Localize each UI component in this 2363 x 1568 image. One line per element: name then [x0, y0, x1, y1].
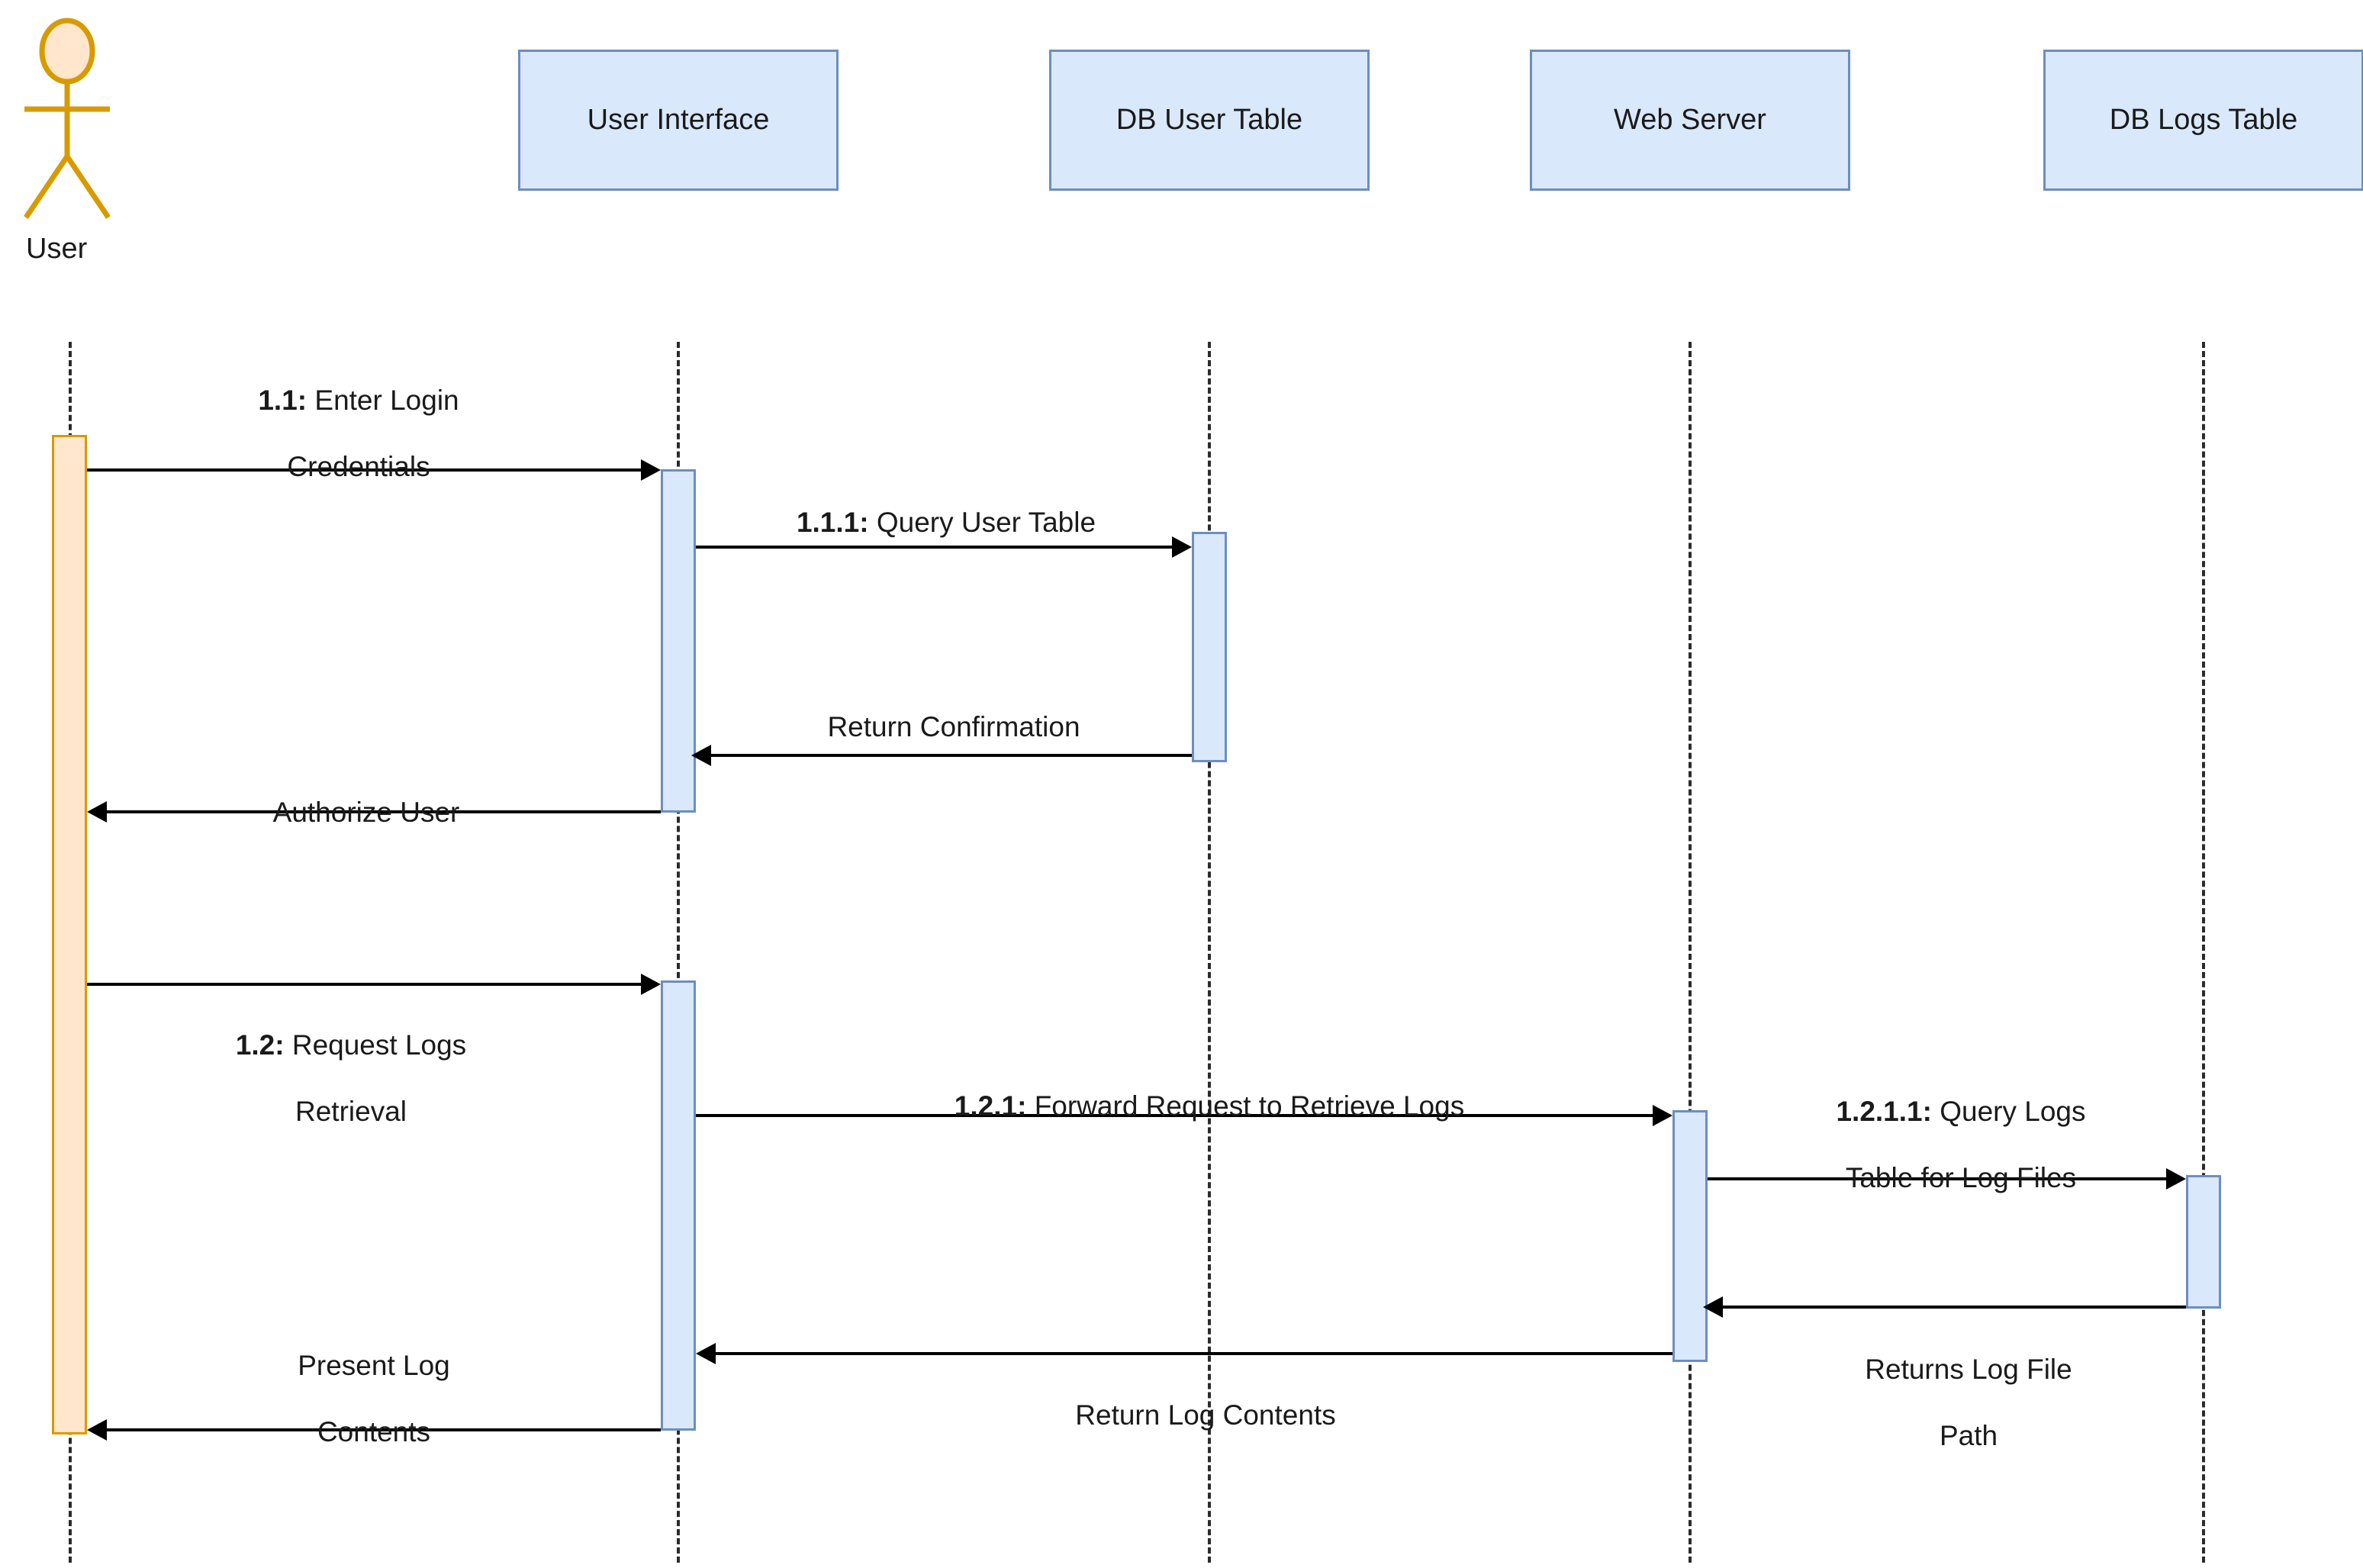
message-text-forward-request-retrieve-logs: Forward Request to Retrieve Logs: [1026, 1090, 1465, 1122]
message-label-returns-log-file-path: Returns Log File Path: [1763, 1320, 2175, 1452]
message-arrowhead-enter-login-credentials: [641, 459, 661, 481]
message-text-request-logs-retrieval: Request Logs: [284, 1029, 467, 1061]
message-arrowhead-query-user-table: [1172, 536, 1192, 558]
message-text-present-log-contents: Present Log: [298, 1350, 450, 1382]
actor-user[interactable]: [15, 8, 122, 229]
lifeline-head-db-user-table[interactable]: DB User Table: [1049, 50, 1370, 191]
lifeline-head-db-logs-table[interactable]: DB Logs Table: [2043, 50, 2363, 191]
message-line-authorize-user[interactable]: [105, 810, 661, 813]
message-arrowhead-query-logs-table: [2166, 1168, 2186, 1190]
message-line-query-logs-table[interactable]: [1708, 1177, 2175, 1180]
message-label-request-logs-retrieval: 1.2: Request Logs Retrieval: [153, 996, 549, 1128]
message-text2-request-logs-retrieval: Retrieval: [295, 1095, 407, 1127]
lifeline-web-server: [1689, 342, 1692, 1563]
message-label-forward-request-retrieve-logs: 1.2.1: Forward Request to Retrieve Logs: [786, 1057, 1633, 1123]
message-number-request-logs-retrieval: 1.2:: [235, 1029, 285, 1061]
activation-bar-web-server[interactable]: [1672, 1110, 1708, 1362]
message-line-query-user-table[interactable]: [696, 546, 1181, 549]
lifeline-head-web-server-label: Web Server: [1614, 104, 1766, 136]
message-label-authorize-user: Authorize User: [130, 763, 603, 829]
message-label-enter-login-credentials: 1.1: Enter Login Credentials: [160, 351, 557, 483]
activation-bar-user[interactable]: [52, 435, 87, 1434]
message-text2-enter-login-credentials: Credentials: [287, 450, 430, 482]
message-text2-present-log-contents: Contents: [317, 1415, 431, 1447]
lifeline-head-db-logs-table-label: DB Logs Table: [2109, 104, 2298, 136]
message-line-return-log-contents[interactable]: [714, 1352, 1672, 1355]
message-number-enter-login-credentials: 1.1:: [258, 385, 307, 417]
lifeline-db-user-table: [1208, 342, 1211, 1563]
message-text-return-log-contents: Return Log Contents: [1075, 1399, 1336, 1431]
message-label-present-log-contents: Present Log Contents: [145, 1316, 603, 1448]
message-text2-returns-log-file-path: Path: [1939, 1419, 1998, 1451]
message-line-returns-log-file-path[interactable]: [1721, 1306, 2186, 1309]
message-arrowhead-return-log-contents: [696, 1343, 716, 1364]
message-number-query-logs-table: 1.2.1.1:: [1836, 1096, 1932, 1128]
activation-bar-user-interface-1[interactable]: [661, 469, 696, 813]
lifeline-head-user-interface-label: User Interface: [587, 104, 770, 136]
lifeline-head-user-interface[interactable]: User Interface: [518, 50, 839, 191]
message-label-query-user-table: 1.1.1: Query User Table: [732, 473, 1160, 539]
message-label-query-logs-table: 1.2.1.1: Query Logs Table for Log Files: [1755, 1062, 2167, 1194]
message-text-query-user-table: Query User Table: [868, 507, 1096, 539]
lifeline-user-interface: [677, 342, 680, 1563]
message-arrowhead-returns-log-file-path: [1703, 1296, 1723, 1318]
message-arrowhead-request-logs-retrieval: [641, 974, 661, 995]
message-text-query-logs-table: Query Logs: [1931, 1096, 2086, 1128]
message-text-enter-login-credentials: Enter Login: [307, 385, 459, 417]
message-line-return-confirmation[interactable]: [710, 754, 1192, 757]
message-line-present-log-contents[interactable]: [105, 1428, 661, 1431]
message-line-enter-login-credentials[interactable]: [87, 468, 650, 472]
actor-user-label: User: [26, 233, 88, 265]
message-text-returns-log-file-path: Returns Log File: [1865, 1354, 2072, 1386]
activation-bar-db-logs-table[interactable]: [2186, 1175, 2221, 1309]
lifeline-head-db-user-table-label: DB User Table: [1116, 104, 1303, 136]
message-line-forward-request-retrieve-logs[interactable]: [696, 1114, 1662, 1117]
stick-figure-actor-icon: [24, 18, 111, 219]
message-label-return-confirmation: Return Confirmation: [717, 678, 1190, 744]
message-number-query-user-table: 1.1.1:: [796, 507, 869, 539]
message-text2-query-logs-table: Table for Log Files: [1845, 1161, 2077, 1193]
message-line-request-logs-retrieval[interactable]: [87, 983, 650, 986]
message-label-return-log-contents: Return Log Contents: [801, 1366, 1610, 1432]
activation-bar-user-interface-2[interactable]: [661, 980, 696, 1431]
message-text-return-confirmation: Return Confirmation: [827, 711, 1080, 743]
message-arrowhead-forward-request-retrieve-logs: [1653, 1105, 1672, 1126]
message-arrowhead-present-log-contents: [87, 1419, 107, 1441]
message-text-authorize-user: Authorize User: [272, 797, 460, 829]
message-arrowhead-return-confirmation: [691, 745, 711, 766]
lifeline-db-logs-table: [2202, 342, 2205, 1563]
activation-bar-db-user-table[interactable]: [1192, 532, 1227, 762]
message-number-forward-request-retrieve-logs: 1.2.1:: [954, 1090, 1027, 1122]
message-arrowhead-authorize-user: [87, 801, 107, 823]
lifeline-head-web-server[interactable]: Web Server: [1530, 50, 1850, 191]
